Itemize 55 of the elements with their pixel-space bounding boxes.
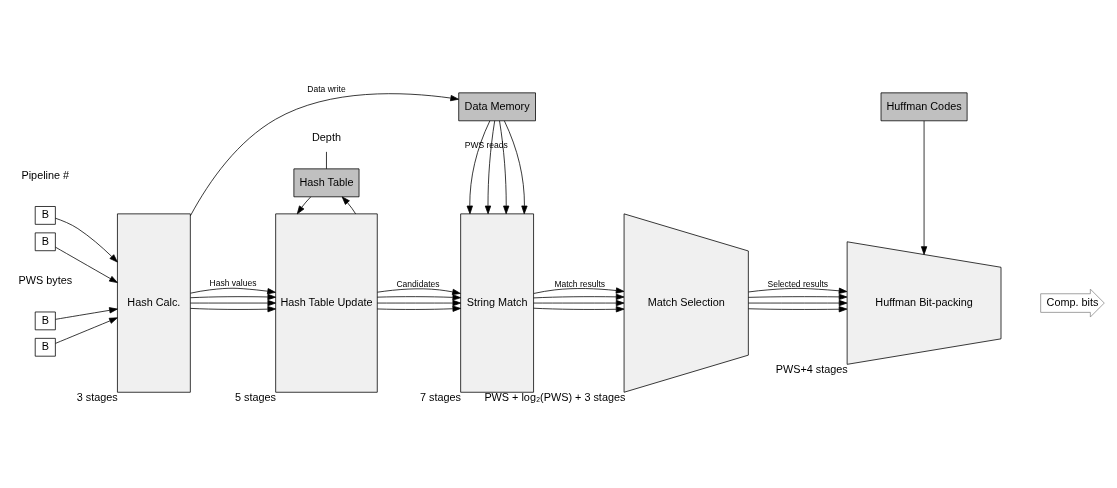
arrow [748,299,848,306]
arrow [748,287,848,294]
node-box: Hash Table [293,168,360,197]
arrow [533,293,625,300]
arrow [55,306,118,320]
label: PWS bytes [18,273,73,286]
node-box: Hash Calc. [117,212,191,393]
edge-label: Hash values [209,277,257,288]
node-label: 5 stages [234,390,276,403]
arrow [748,305,848,312]
arrow [533,299,625,306]
node-box: B [34,337,56,357]
arrow [55,217,118,262]
node-text: Depth [311,130,341,143]
arrow [499,119,510,214]
arrow [190,92,459,216]
arrow [376,299,462,306]
arrow [503,119,528,214]
connector [326,150,327,169]
node-box: Hash Table Update [275,212,378,393]
node-box: B [34,232,56,251]
edge-label: PWS reads [464,139,508,150]
arrow [190,305,276,312]
arrow [376,293,462,300]
arrow [377,287,461,295]
node-box: B [34,311,56,330]
arrow [533,286,625,294]
node-box: B [34,205,56,225]
arrow [748,293,848,300]
edge-label: Selected results [767,278,829,289]
arrow [55,246,118,283]
arrow [55,316,118,344]
node-box: Match Selection [623,212,749,393]
arrow [533,305,625,312]
arrow [466,119,491,214]
arrow [376,305,462,312]
node-label: PWS+4 stages [775,362,848,375]
arrow [920,120,928,255]
arrow [190,287,276,294]
node-label: 7 stages [419,390,461,403]
node-box: Huffman Codes [880,91,968,121]
edge-label: Match results [554,278,606,289]
arrow [190,293,276,300]
node-label: PWS + log₂(PWS) + 3 stages [484,390,626,403]
node-box: Huffman Bit-packing [846,240,1002,365]
label: Pipeline # [21,168,70,181]
arrow [190,299,276,306]
node-box: String Match [460,212,534,393]
arrow [341,196,356,214]
node-label: 3 stages [76,390,118,403]
arrow [296,196,312,214]
node-box: Data Memory [458,91,536,121]
edge-label: Data write [307,83,346,94]
edge-label: Candidates [396,278,440,289]
arrow [484,119,496,214]
